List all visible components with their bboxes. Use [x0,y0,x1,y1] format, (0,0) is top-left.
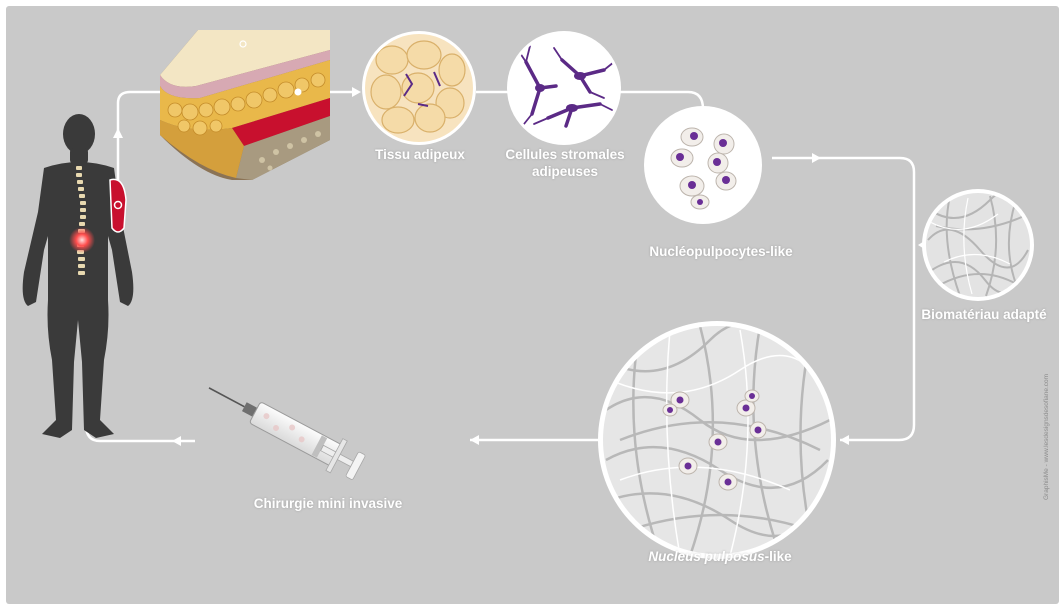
human-silhouette [22,114,134,438]
tissue-block [160,30,330,180]
syringe [208,387,366,480]
label-nucleus-pulposus: Nucleus pulposus-like [620,548,820,565]
adipose-tissue-circle [362,31,476,145]
label-surgery: Chirurgie mini invasive [253,496,403,511]
nucleopulpocytes-circle [644,106,762,224]
label-stromal-cells-line2: adipeuses [531,164,599,179]
nucleus-pulposus-circle [598,321,836,559]
arm-muscle [109,178,127,233]
label-nucleopulpocytes: Nucléopulpocytes-like [649,244,793,259]
disc-glow [69,227,95,253]
label-biomaterial: Biomatériau adapté [921,307,1047,322]
label-stromal-cells-line1: Cellules stromales [505,147,625,162]
credit-text: GraphisMe - www.lesdesignsdesofiane.com [1043,373,1050,500]
stromal-cells-circle [507,31,621,145]
label-nucleus-pulposus-suffix: -like [764,549,792,564]
biomaterial-circle [922,189,1034,301]
label-stromal-cells: Cellules stromales adipeuses [487,146,643,180]
label-adipose-tissue: Tissu adipeux [375,147,465,162]
label-nucleus-pulposus-italic: Nucleus pulposus [648,549,765,564]
